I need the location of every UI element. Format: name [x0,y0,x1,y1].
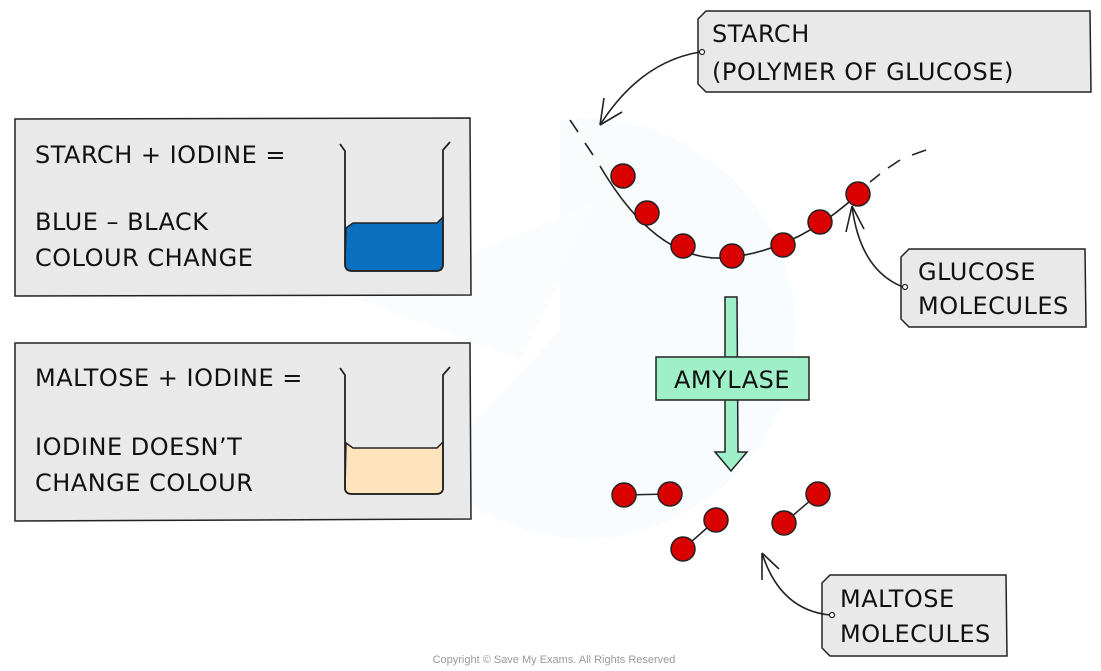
starch-tag: STARCH (POLYMER OF GLUCOSE) [697,10,1092,93]
maltose-glucose-unit [805,481,831,507]
maltose-dots [611,481,831,562]
maltose-pointer-arrow-icon [761,552,831,616]
glucose-pointer-arrow-icon [845,205,904,288]
maltose-glucose-unit [611,482,637,508]
glucose-molecule [719,243,745,269]
maltose-glucose-unit [657,481,683,507]
starch-test-line2: BLUE – BLACK [35,208,209,236]
maltose-iodine-panel: MALTOSE + IODINE = IODINE DOESN’T CHANGE… [14,342,472,522]
glucose-molecule [845,181,871,207]
starch-test-line1: STARCH + IODINE = [35,141,286,169]
beaker-blue-black-icon [339,141,451,272]
amylase-arrow: AMYLASE [655,296,810,473]
beaker-unchanged-icon [339,366,451,495]
maltose-glucose-unit [771,510,797,536]
glucose-molecule [770,232,796,258]
glucose-molecule [807,209,833,235]
glucose-tag-line2: MOLECULES [918,292,1069,320]
glucose-molecules [610,163,871,269]
watermark-logo [360,118,796,539]
copyright-notice: Copyright © Save My Exams. All Rights Re… [433,654,676,666]
glucose-tag: GLUCOSE MOLECULES [900,248,1087,328]
maltose-glucose-unit [703,507,729,533]
starch-test-line3: COLOUR CHANGE [35,244,253,272]
starch-pointer-arrow-icon [599,51,701,126]
maltose-test-line2: IODINE DOESN’T [35,433,242,461]
tag-hole-icon [828,611,836,619]
starch-tag-line2: (POLYMER OF GLUCOSE) [712,58,1014,86]
maltose-tag-line1: MALTOSE [840,585,955,613]
maltose-tag: MALTOSE MOLECULES [821,574,1008,657]
maltose-tag-line2: MOLECULES [840,620,991,648]
glucose-molecule [634,200,660,226]
tag-hole-icon [901,283,909,291]
maltose-glucose-unit [670,536,696,562]
glucose-molecule [610,163,636,189]
glucose-molecule [670,233,696,259]
maltose-test-line1: MALTOSE + IODINE = [35,364,303,392]
amylase-label: AMYLASE [674,366,790,394]
maltose-test-line3: CHANGE COLOUR [35,469,253,497]
starch-tag-line1: STARCH [712,20,810,48]
tag-hole-icon [698,48,706,56]
glucose-tag-line1: GLUCOSE [918,258,1036,286]
starch-iodine-panel: STARCH + IODINE = BLUE – BLACK COLOUR CH… [14,117,472,297]
